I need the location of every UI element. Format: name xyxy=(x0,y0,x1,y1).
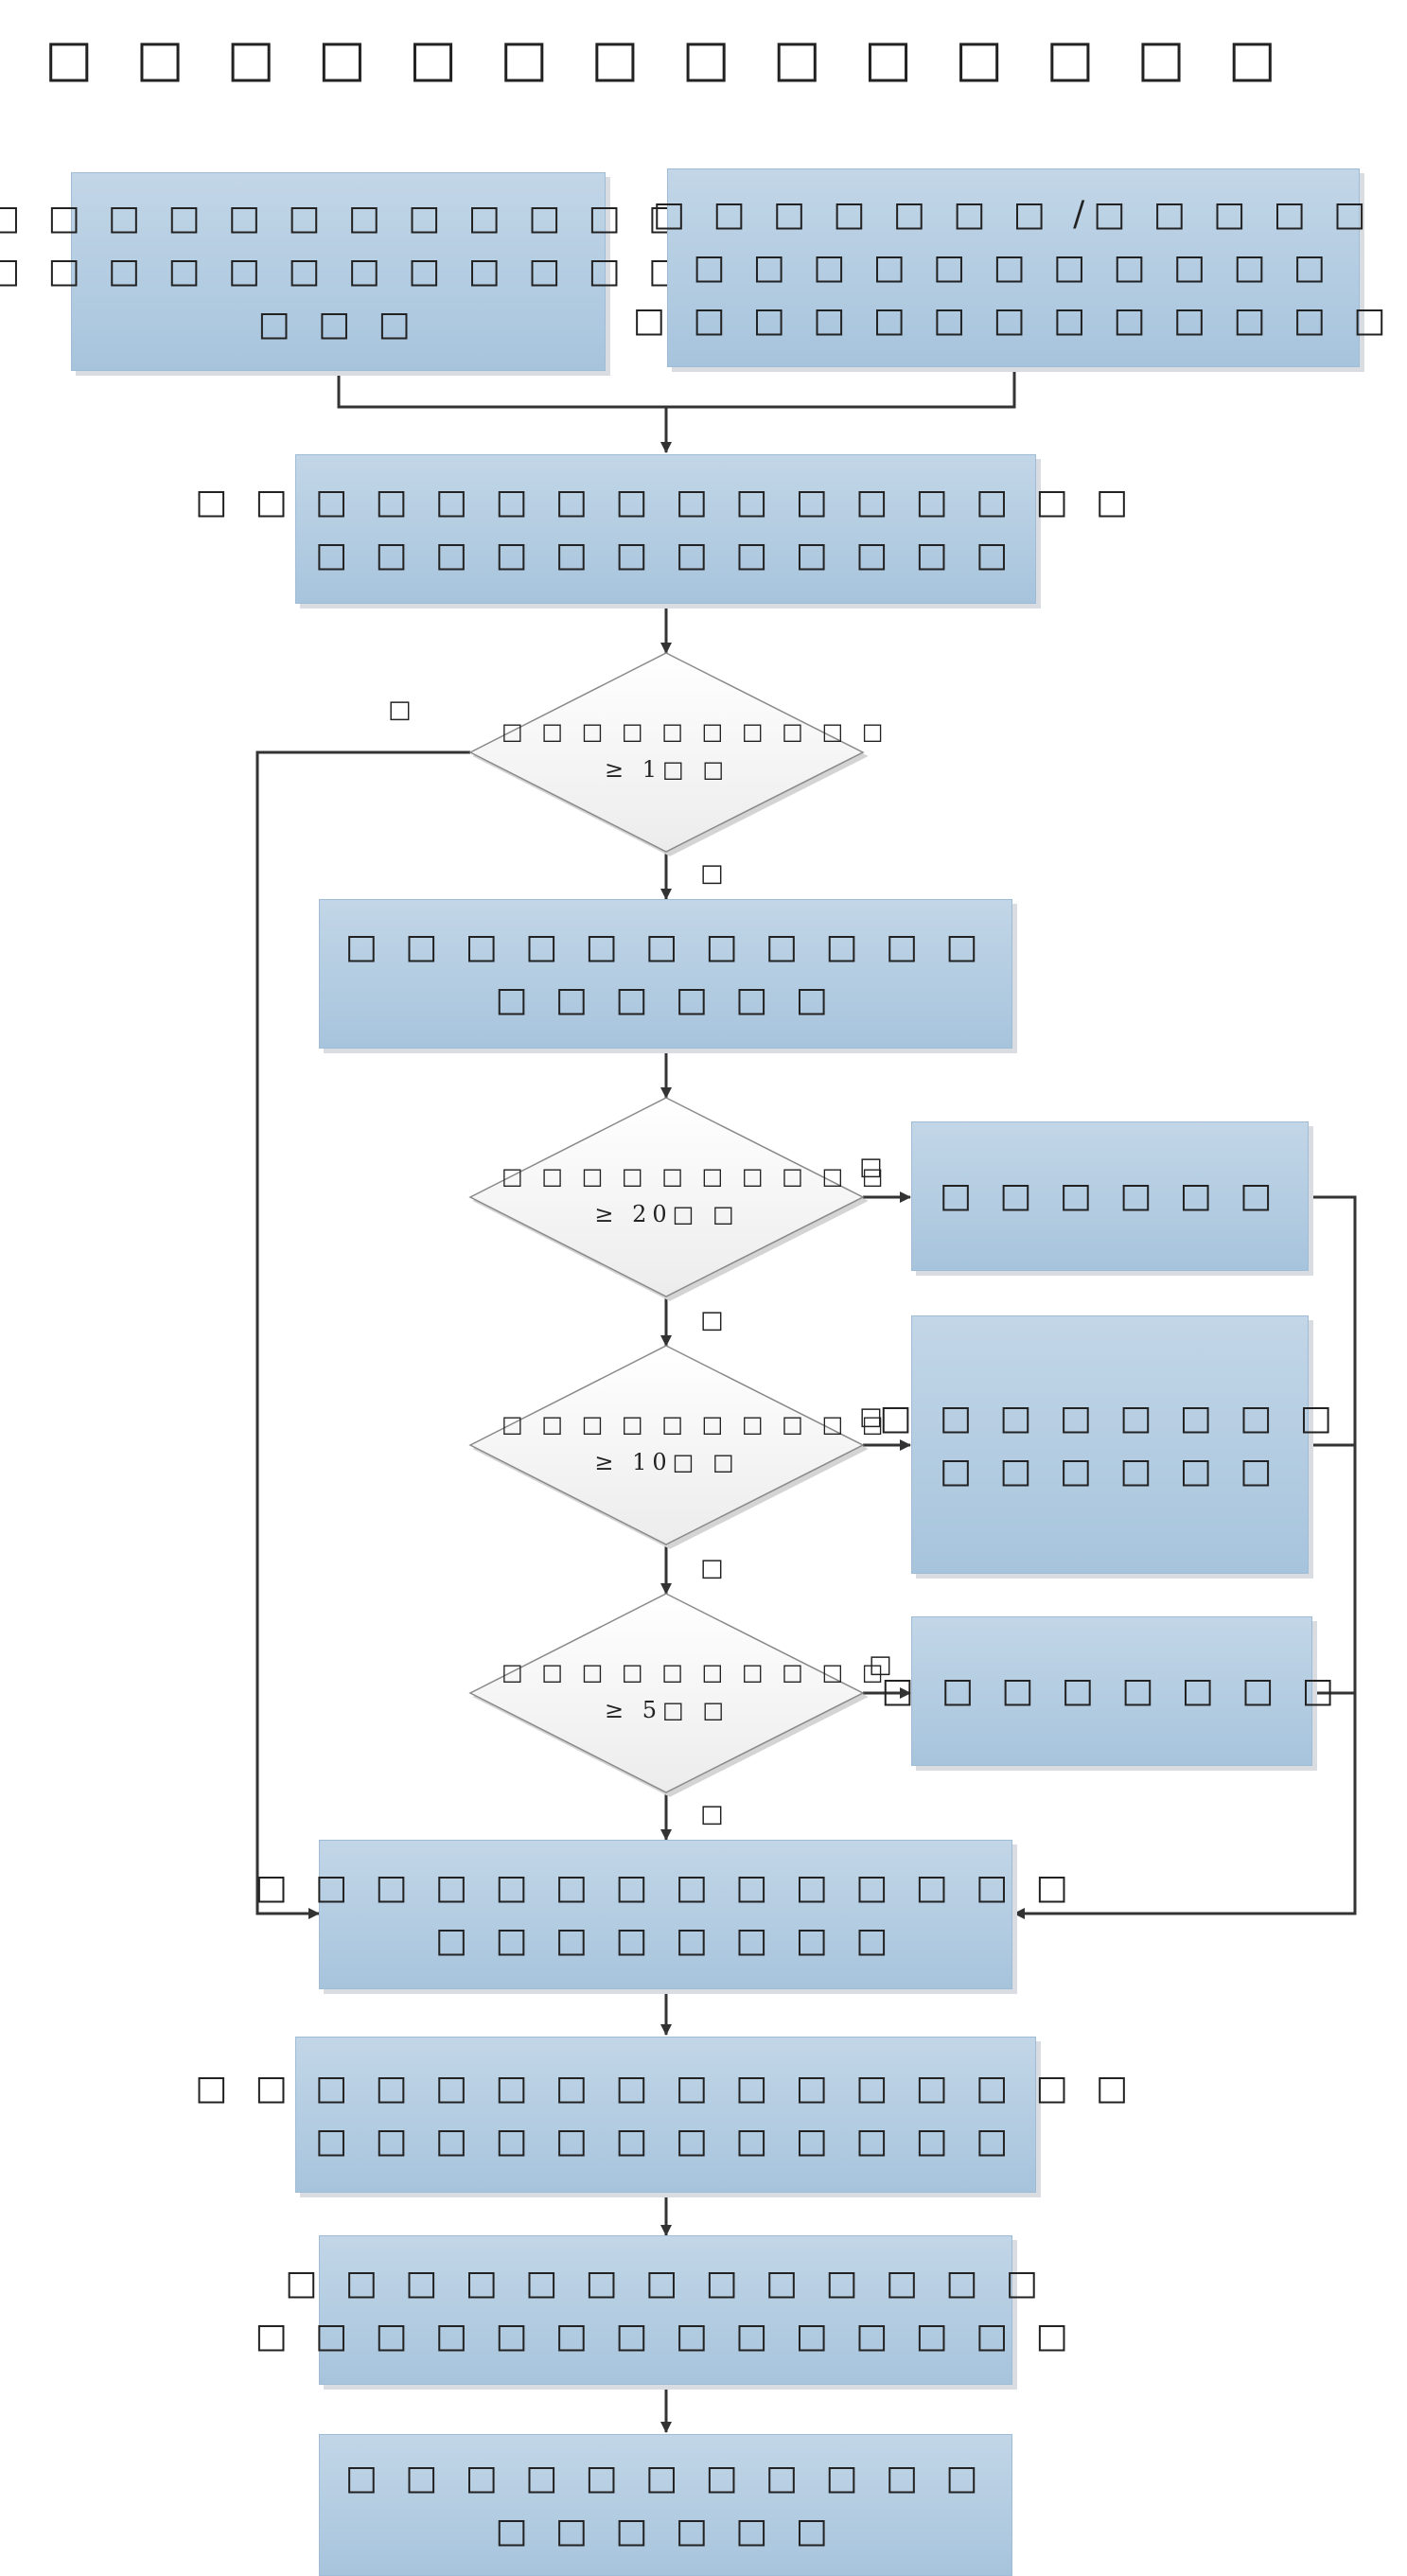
decision-text-2: □ □ □ □ □ □ □ □ □ □ ≥ 20□ □ xyxy=(501,1157,889,1233)
process-box-step2: □ □ □ □ □ □ □ □ □ □ □ □ □ □ □ □ □ xyxy=(319,899,1012,1049)
label-d1-no: □ xyxy=(388,696,412,724)
result-box-10: □ □ □ □ □ □ □ □ □ □ □ □ □ □ xyxy=(879,1315,1332,1574)
decision-line: ≥ 1□ □ xyxy=(605,756,730,783)
connector-results xyxy=(1013,1195,1357,1919)
input-box-right: □ □ □ □ □ □ □ /□ □ □ □ □ □ □ □ □ □ □ □ □… xyxy=(633,168,1385,367)
box-line: □ □ □ □ □ □ □ □ □ □ □ □ xyxy=(0,252,690,291)
decision-line: ≥ 20□ □ xyxy=(594,1201,740,1227)
box-line: □ □ □ □ □ □ □ □ xyxy=(879,1398,1341,1438)
process-box-step3: □ □ □ □ □ □ □ □ □ □ □ □ □ □ □ □ □ □ □ □ … xyxy=(195,2037,1128,2193)
box-line: □ □ □ □ □ □ □ □ □ □ □ □ □ xyxy=(632,301,1395,340)
decision-text-3: □ □ □ □ □ □ □ □ □ □ ≥ 10□ □ xyxy=(501,1405,889,1481)
label-d3-no: □ xyxy=(700,1554,724,1582)
decision-line: ≥ 5□ □ xyxy=(605,1697,730,1723)
box-line: □ □ □ □ □ □ □ □ □ □ □ □ □ □ xyxy=(255,1868,1077,1907)
input-box-left: □ □ □ □ □ □ □ □ □ □ □ □ □ □ □ □ □ □ □ □ … xyxy=(0,172,680,371)
decision-line: □ □ □ □ □ □ □ □ □ □ xyxy=(501,1411,889,1438)
box-line: □ □ □ □ □ □ □ □ □ □ □ □ □ xyxy=(285,2264,1046,2303)
result-box-20: □ □ □ □ □ □ xyxy=(911,1121,1309,1271)
process-box-step4: □ □ □ □ □ □ □ □ □ □ □ □ □ □ □ □ □ □ □ □ … xyxy=(255,2235,1067,2385)
decision-diamond-3 xyxy=(468,1345,865,1545)
label-d3-yes: □ xyxy=(859,1403,883,1431)
connector-input-left xyxy=(337,369,1016,409)
label-d1-yes: □ xyxy=(700,859,724,888)
box-line: □ □ □ □ □ □ xyxy=(939,1451,1281,1491)
box-line: □ □ □ □ □ □ □ /□ □ □ □ □ xyxy=(652,195,1375,234)
diagram-title: □ □ □ □ □ □ □ □ □ □ □ □ □ □ xyxy=(44,28,1290,88)
box-line: □ □ □ □ □ □ □ □ xyxy=(434,1921,897,1960)
box-line: □ □ □ □ □ □ □ □ □ □ □ xyxy=(344,2459,987,2497)
box-line: □ □ □ □ □ □ xyxy=(939,1176,1281,1215)
label-d2-yes: □ xyxy=(859,1153,883,1181)
process-box-step1: □ □ □ □ □ □ □ □ □ □ □ □ □ □ □ □ □ □ □ □ … xyxy=(195,454,1128,604)
decision-diamond-1 xyxy=(468,652,865,853)
box-line: □ □ □ □ □ □ □ □ □ □ □ □ xyxy=(314,536,1017,574)
box-line: □ □ □ □ □ □ xyxy=(495,980,836,1019)
box-line: □ □ □ □ □ □ □ □ □ □ □ □ □ □ □ □ xyxy=(195,2068,1136,2108)
decision-text-1: □ □ □ □ □ □ □ □ □ □ ≥ 1□ □ xyxy=(501,713,889,788)
arrow-d1-no xyxy=(255,750,470,1919)
decision-text-4: □ □ □ □ □ □ □ □ □ □ ≥ 5□ □ xyxy=(501,1653,889,1729)
decision-line: □ □ □ □ □ □ □ □ □ □ xyxy=(501,718,889,745)
label-d2-no: □ xyxy=(700,1306,724,1334)
box-line: □ □ □ □ □ □ □ □ □ □ □ xyxy=(344,927,987,966)
label-d4-no: □ xyxy=(700,1800,724,1828)
box-line: □ □ □ xyxy=(257,305,419,344)
result-box-5: □ □ □ □ □ □ □ □ xyxy=(881,1616,1334,1766)
process-box-merge: □ □ □ □ □ □ □ □ □ □ □ □ □ □ □ □ □ □ □ □ … xyxy=(255,1840,1067,1989)
decision-diamond-2 xyxy=(468,1097,865,1297)
box-line: □ □ □ □ □ □ xyxy=(495,2512,836,2550)
box-line: □ □ □ □ □ □ □ □ xyxy=(881,1671,1343,1710)
decision-line: □ □ □ □ □ □ □ □ □ □ xyxy=(501,1659,889,1685)
box-line: □ □ □ □ □ □ □ □ □ □ □ □ □ □ □ □ xyxy=(195,483,1136,521)
box-line: □ □ □ □ □ □ □ □ □ □ □ □ □ □ xyxy=(255,2317,1077,2355)
label-d4-yes: □ xyxy=(869,1650,892,1679)
box-line: □ □ □ □ □ □ □ □ □ □ □ xyxy=(693,248,1334,287)
process-box-step5: □ □ □ □ □ □ □ □ □ □ □ □ □ □ □ □ □ xyxy=(319,2434,1012,2576)
box-line: □ □ □ □ □ □ □ □ □ □ □ □ xyxy=(314,2121,1017,2161)
decision-line: ≥ 10□ □ xyxy=(594,1449,740,1475)
decision-line: □ □ □ □ □ □ □ □ □ □ xyxy=(501,1163,889,1190)
decision-diamond-4 xyxy=(468,1593,865,1793)
box-line: □ □ □ □ □ □ □ □ □ □ □ □ xyxy=(0,199,690,238)
